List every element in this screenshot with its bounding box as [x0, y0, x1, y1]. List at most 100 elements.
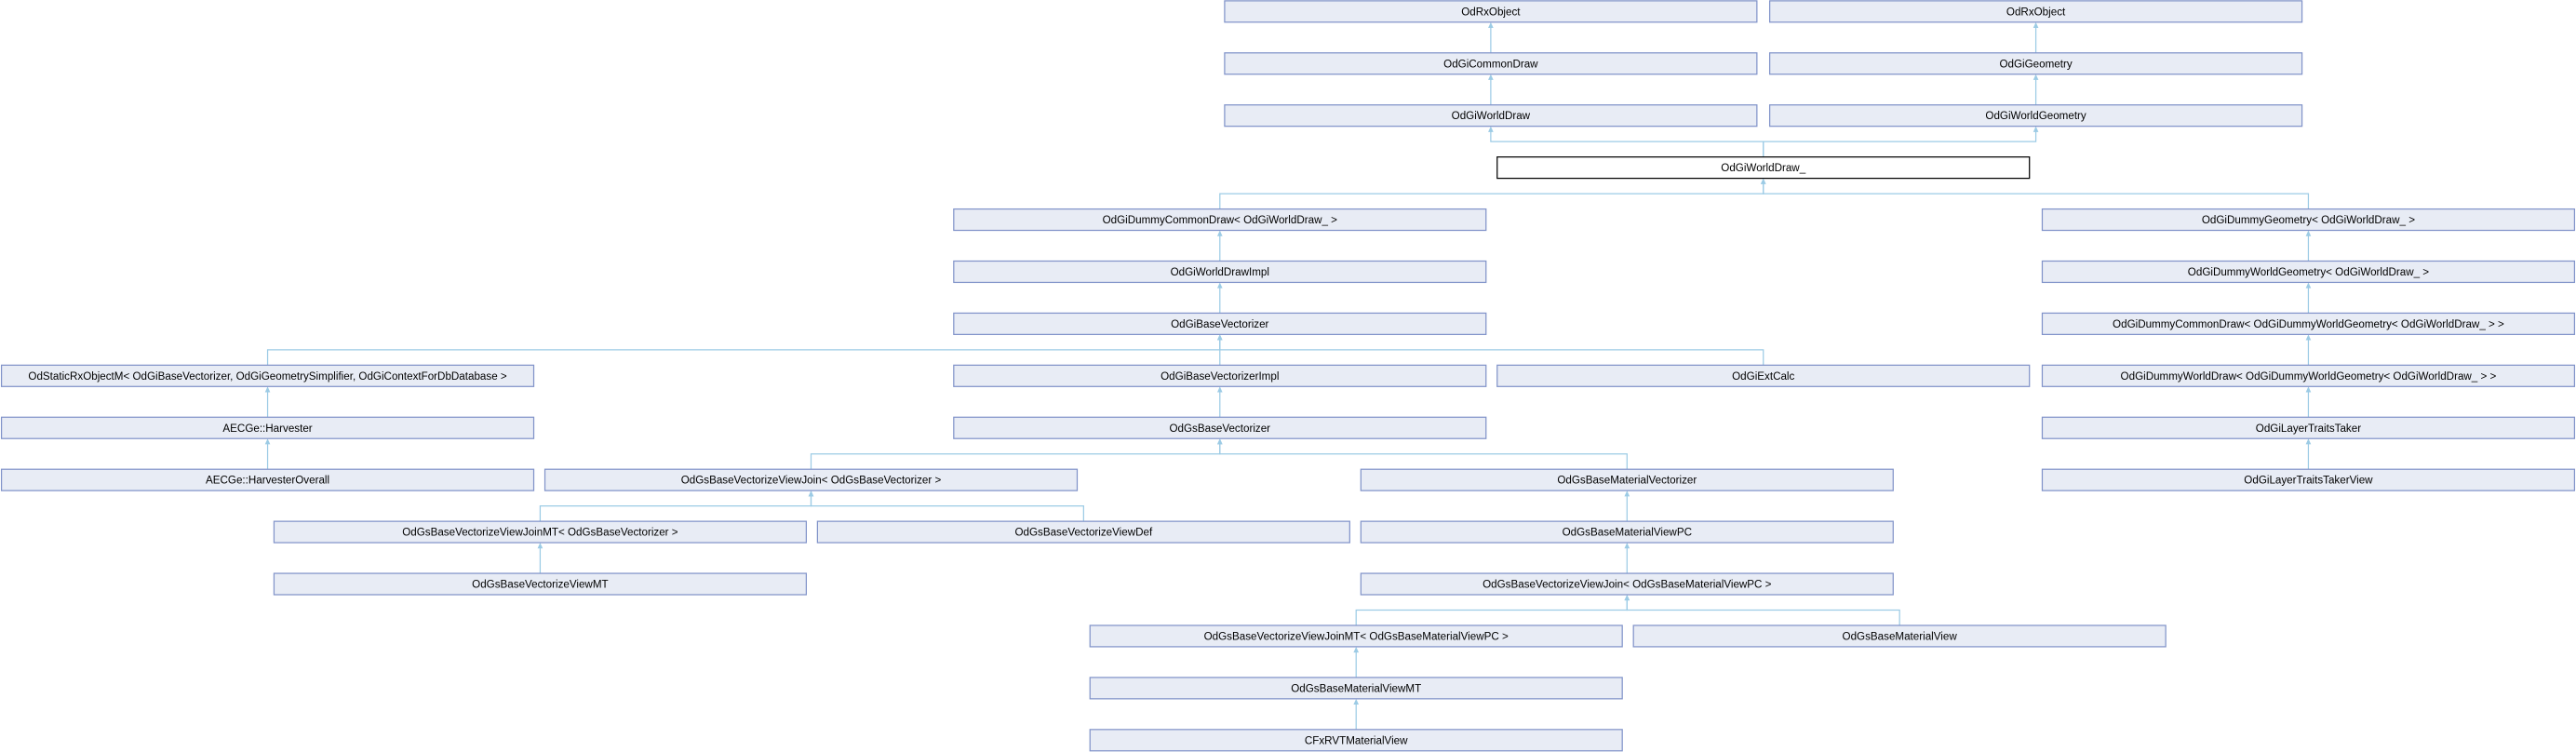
class-node-odgigeometry[interactable]: OdGiGeometry: [1768, 52, 2303, 75]
class-node-odgsbasematerialviewmt[interactable]: OdGsBaseMaterialViewMT: [1089, 677, 1623, 700]
class-label[interactable]: OdGiWorldDraw: [1452, 110, 1531, 122]
class-box[interactable]: [273, 520, 808, 544]
class-node-odgiworlddrawimpl[interactable]: OdGiWorldDrawImpl: [953, 260, 1487, 284]
class-node-odgsbasematerialviewpc[interactable]: OdGsBaseMaterialViewPC: [1360, 520, 1894, 544]
class-label[interactable]: OdGiExtCalc: [1732, 370, 1794, 383]
class-label[interactable]: AECGe::HarvesterOverall: [206, 475, 329, 487]
class-label[interactable]: OdGiCommonDraw: [1443, 58, 1538, 70]
class-label[interactable]: OdGiDummyWorldDraw< OdGiDummyWorldGeomet…: [2121, 370, 2497, 383]
class-node-odrxobject[interactable]: OdRxObject: [1224, 0, 1758, 23]
class-box[interactable]: [953, 208, 1487, 232]
class-label[interactable]: OdGsBaseVectorizer: [1170, 423, 1271, 435]
class-label[interactable]: OdGiDummyGeometry< OdGiWorldDraw_ >: [2202, 214, 2415, 226]
class-box[interactable]: [2041, 416, 2576, 439]
class-node-odgiworlddraw[interactable]: OdGiWorldDraw_: [1496, 156, 2031, 180]
class-node-odgsbasematerialview[interactable]: OdGsBaseMaterialView: [1632, 624, 2167, 648]
class-node-aecge-harvester[interactable]: AECGe::Harvester: [0, 416, 535, 439]
class-label[interactable]: OdGsBaseMaterialViewPC: [1563, 527, 1692, 539]
class-box[interactable]: [2041, 260, 2576, 284]
class-box[interactable]: [1224, 52, 1758, 75]
class-box[interactable]: [2041, 208, 2576, 232]
class-box[interactable]: [953, 416, 1487, 439]
class-label[interactable]: OdGsBaseVectorizeViewJoin< OdGsBaseVecto…: [681, 475, 942, 487]
inheritance-edge: [1355, 599, 1628, 625]
class-node-odgsbasevectorizeviewjoin-odgsbasevectorizer[interactable]: OdGsBaseVectorizeViewJoin< OdGsBaseVecto…: [543, 468, 1079, 491]
class-box[interactable]: [543, 468, 1079, 491]
class-label[interactable]: OdStaticRxObjectM< OdGiBaseVectorizer, O…: [28, 370, 506, 383]
class-label[interactable]: OdGiWorldGeometry: [1985, 110, 2086, 122]
class-box[interactable]: [1360, 520, 1894, 544]
class-label[interactable]: OdGiBaseVectorizerImpl: [1161, 370, 1279, 383]
class-node-odgibasevectorizer[interactable]: OdGiBaseVectorizer: [953, 312, 1487, 335]
class-box[interactable]: [0, 416, 535, 439]
class-box[interactable]: [1089, 677, 1623, 700]
class-box[interactable]: [1224, 0, 1758, 23]
class-label[interactable]: OdRxObject: [1461, 6, 1521, 18]
class-label[interactable]: OdGiLayerTraitsTakerView: [2244, 475, 2373, 487]
class-node-odgilayertraitstakerview[interactable]: OdGiLayerTraitsTakerView: [2041, 468, 2576, 491]
class-box[interactable]: [953, 364, 1487, 387]
class-label[interactable]: OdGiLayerTraitsTaker: [2256, 423, 2361, 435]
class-box[interactable]: [1496, 156, 2031, 180]
class-box[interactable]: [1360, 468, 1894, 491]
class-node-odgsbasevectorizeviewjoin-odgsbasematerialviewpc[interactable]: OdGsBaseVectorizeViewJoin< OdGsBaseMater…: [1360, 572, 1894, 596]
class-box[interactable]: [1768, 104, 2303, 128]
class-box[interactable]: [0, 364, 535, 387]
class-box[interactable]: [1768, 52, 2303, 75]
class-node-aecge-harvesteroverall[interactable]: AECGe::HarvesterOverall: [0, 468, 535, 491]
class-box[interactable]: [1089, 729, 1623, 752]
class-box[interactable]: [953, 260, 1487, 284]
class-node-odgidummyworlddraw-odgidummyworldgeometry-odgiworlddraw[interactable]: OdGiDummyWorldDraw< OdGiDummyWorldGeomet…: [2041, 364, 2576, 387]
class-box[interactable]: [1360, 572, 1894, 596]
class-node-odgibasevectorizerimpl[interactable]: OdGiBaseVectorizerImpl: [953, 364, 1487, 387]
class-node-odgsbasevectorizeviewdef[interactable]: OdGsBaseVectorizeViewDef: [816, 520, 1350, 544]
class-box[interactable]: [0, 468, 535, 491]
class-label[interactable]: OdGiBaseVectorizer: [1171, 318, 1268, 330]
class-label[interactable]: CFxRVTMaterialView: [1305, 734, 1408, 746]
class-label[interactable]: OdGiDummyCommonDraw< OdGiWorldDraw_ >: [1103, 214, 1338, 226]
class-node-odgicommondraw[interactable]: OdGiCommonDraw: [1224, 52, 1758, 75]
class-box[interactable]: [953, 312, 1487, 335]
class-label[interactable]: OdGsBaseMaterialView: [1843, 630, 1958, 642]
class-node-odgidummycommondraw-odgiworlddraw[interactable]: OdGiDummyCommonDraw< OdGiWorldDraw_ >: [953, 208, 1487, 232]
class-label[interactable]: OdRxObject: [2006, 6, 2066, 18]
class-label[interactable]: OdGsBaseVectorizeViewJoinMT< OdGsBaseMat…: [1204, 630, 1509, 642]
class-box[interactable]: [1632, 624, 2167, 648]
class-box[interactable]: [1089, 624, 1623, 648]
class-label[interactable]: OdGiDummyCommonDraw< OdGiDummyWorldGeome…: [2113, 318, 2504, 330]
class-node-odstaticrxobjectm-odgibasevectorizer-odgigeometrysimplifier-odgicontextfordbdatabase[interactable]: OdStaticRxObjectM< OdGiBaseVectorizer, O…: [0, 364, 535, 387]
class-node-odgsbasematerialvectorizer[interactable]: OdGsBaseMaterialVectorizer: [1360, 468, 1894, 491]
class-box[interactable]: [1768, 0, 2303, 23]
class-node-odgiextcalc[interactable]: OdGiExtCalc: [1496, 364, 2031, 387]
class-node-odgidummyworldgeometry-odgiworlddraw[interactable]: OdGiDummyWorldGeometry< OdGiWorldDraw_ >: [2041, 260, 2576, 284]
class-label[interactable]: OdGiWorldDrawImpl: [1171, 266, 1269, 278]
class-label[interactable]: OdGsBaseVectorizeViewDef: [1014, 527, 1153, 539]
class-node-odrxobject[interactable]: OdRxObject: [1768, 0, 2303, 23]
class-box[interactable]: [2041, 312, 2576, 335]
class-node-odgidummycommondraw-odgidummyworldgeometry-odgiworlddraw[interactable]: OdGiDummyCommonDraw< OdGiDummyWorldGeome…: [2041, 312, 2576, 335]
class-box[interactable]: [2041, 364, 2576, 387]
class-label[interactable]: OdGsBaseMaterialVectorizer: [1557, 475, 1697, 487]
class-box[interactable]: [816, 520, 1350, 544]
class-box[interactable]: [1496, 364, 2031, 387]
class-node-cfxrvtmaterialview[interactable]: CFxRVTMaterialView: [1089, 729, 1623, 752]
class-label[interactable]: OdGsBaseVectorizeViewJoin< OdGsBaseMater…: [1483, 579, 1772, 591]
class-label[interactable]: OdGiGeometry: [2000, 58, 2073, 70]
class-node-odgiworlddraw[interactable]: OdGiWorldDraw: [1224, 104, 1758, 128]
class-box[interactable]: [273, 572, 808, 596]
class-node-odgilayertraitstaker[interactable]: OdGiLayerTraitsTaker: [2041, 416, 2576, 439]
class-label[interactable]: OdGsBaseVectorizeViewJoinMT< OdGsBaseVec…: [402, 527, 678, 539]
class-box[interactable]: [1224, 104, 1758, 128]
class-label[interactable]: OdGiDummyWorldGeometry< OdGiWorldDraw_ >: [2188, 266, 2429, 278]
class-node-odgiworldgeometry[interactable]: OdGiWorldGeometry: [1768, 104, 2303, 128]
class-label[interactable]: OdGsBaseMaterialViewMT: [1291, 682, 1421, 694]
class-label[interactable]: OdGsBaseVectorizeViewMT: [472, 579, 608, 591]
class-box[interactable]: [2041, 468, 2576, 491]
class-label[interactable]: OdGiWorldDraw_: [1721, 162, 1805, 174]
class-node-odgsbasevectorizeviewjoinmt-odgsbasevectorizer[interactable]: OdGsBaseVectorizeViewJoinMT< OdGsBaseVec…: [273, 520, 808, 544]
class-node-odgsbasevectorizeviewmt[interactable]: OdGsBaseVectorizeViewMT: [273, 572, 808, 596]
class-node-odgidummygeometry-odgiworlddraw[interactable]: OdGiDummyGeometry< OdGiWorldDraw_ >: [2041, 208, 2576, 232]
class-label[interactable]: AECGe::Harvester: [222, 423, 312, 435]
class-node-odgsbasevectorizeviewjoinmt-odgsbasematerialviewpc[interactable]: OdGsBaseVectorizeViewJoinMT< OdGsBaseMat…: [1089, 624, 1623, 648]
class-node-odgsbasevectorizer[interactable]: OdGsBaseVectorizer: [953, 416, 1487, 439]
